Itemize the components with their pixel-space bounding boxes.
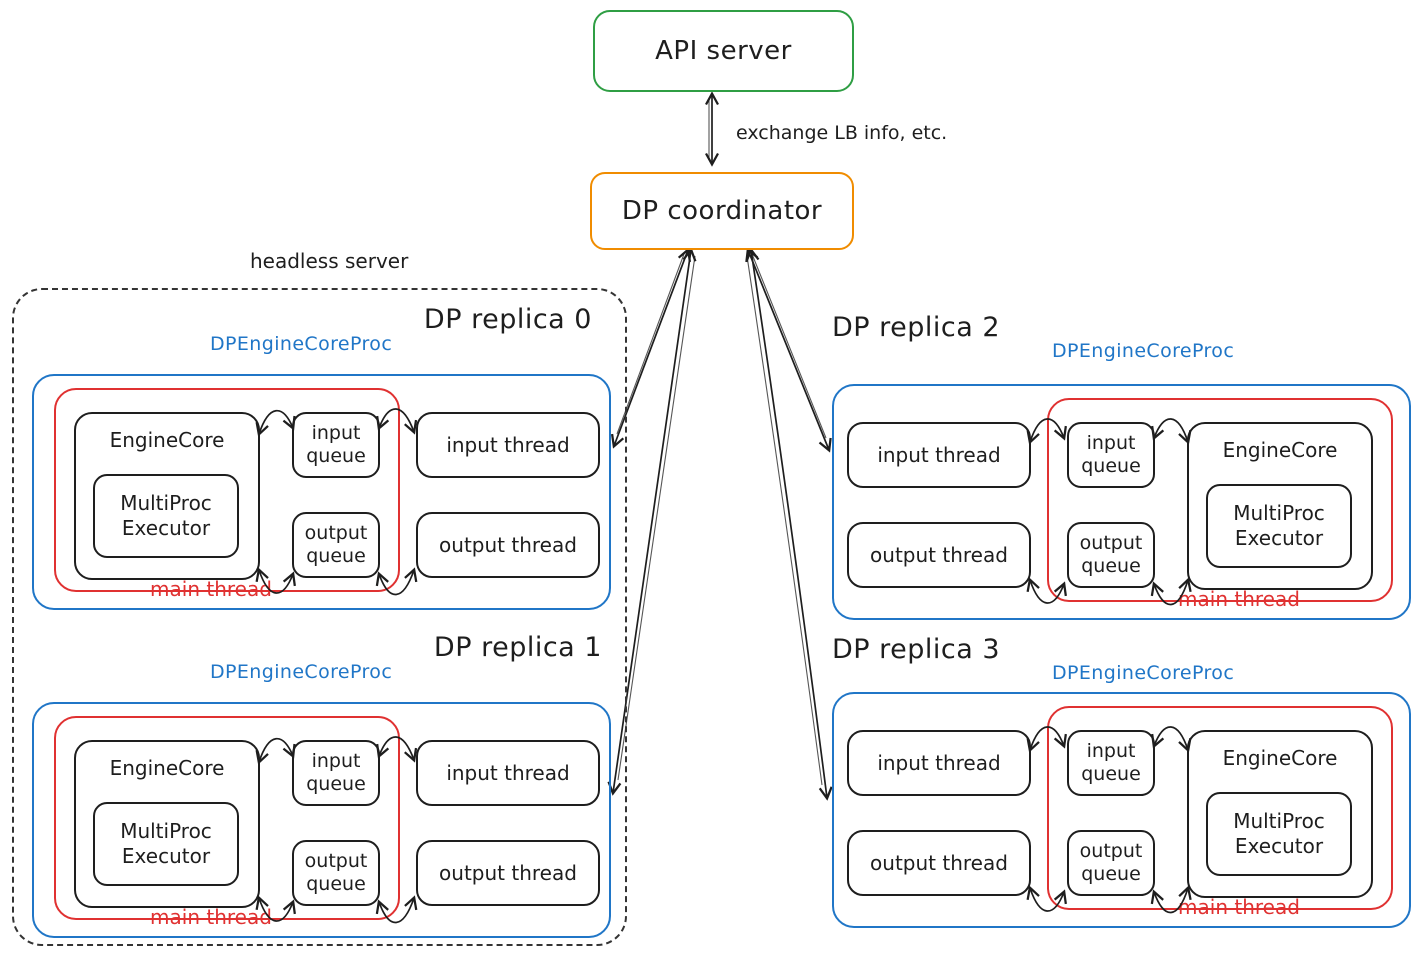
main-thread-label: main thread bbox=[150, 905, 272, 929]
main-thread-label: main thread bbox=[1178, 895, 1300, 919]
coordinator-replica3-arrow bbox=[745, 247, 833, 801]
output-queue-label: output queue bbox=[304, 522, 368, 567]
engine-core-label: EngineCore bbox=[109, 428, 225, 452]
multiproc-executor-box: MultiProc Executor bbox=[93, 802, 239, 886]
output-queue-label: output queue bbox=[304, 850, 368, 895]
input-thread-box: input thread bbox=[416, 740, 600, 806]
replica-0-proc-label: DPEngineCoreProc bbox=[210, 333, 393, 355]
engine-core-label: EngineCore bbox=[1222, 438, 1338, 462]
engine-core-box: EngineCore MultiProc Executor bbox=[1187, 422, 1373, 590]
engine-core-box: EngineCore MultiProc Executor bbox=[1187, 730, 1373, 898]
main-thread-label: main thread bbox=[1178, 587, 1300, 611]
input-queue-label: input queue bbox=[306, 422, 366, 467]
input-thread-box: input thread bbox=[847, 730, 1031, 796]
replica-3-title: DP replica 3 bbox=[832, 634, 1001, 665]
output-thread-label: output thread bbox=[439, 533, 577, 557]
output-thread-box: output thread bbox=[416, 840, 600, 906]
multiproc-executor-label: MultiProc Executor bbox=[120, 491, 212, 540]
input-thread-label: input thread bbox=[877, 443, 1001, 467]
input-queue-label: input queue bbox=[1081, 432, 1141, 477]
replica-2-proc-label: DPEngineCoreProc bbox=[1052, 340, 1235, 362]
engine-core-label: EngineCore bbox=[109, 756, 225, 780]
multiproc-executor-box: MultiProc Executor bbox=[1206, 484, 1352, 568]
replica-0-title: DP replica 0 bbox=[423, 304, 592, 335]
output-queue-box: output queue bbox=[292, 840, 380, 906]
multiproc-executor-label: MultiProc Executor bbox=[1233, 501, 1325, 550]
replica-1-title: DP replica 1 bbox=[433, 632, 602, 663]
engine-core-box: EngineCore MultiProc Executor bbox=[74, 740, 260, 908]
input-queue-box: input queue bbox=[1067, 730, 1155, 796]
replica-1-proc-label: DPEngineCoreProc bbox=[210, 661, 393, 683]
input-thread-box: input thread bbox=[847, 422, 1031, 488]
main-thread-box bbox=[1047, 706, 1393, 910]
output-thread-box: output thread bbox=[416, 512, 600, 578]
multiproc-executor-box: MultiProc Executor bbox=[1206, 792, 1352, 876]
output-queue-label: output queue bbox=[1079, 840, 1143, 885]
headless-server-label: headless server bbox=[250, 249, 409, 273]
main-thread-box bbox=[1047, 398, 1393, 602]
input-queue-box: input queue bbox=[292, 740, 380, 806]
output-thread-box: output thread bbox=[847, 830, 1031, 896]
engine-core-label: EngineCore bbox=[1222, 746, 1338, 770]
input-queue-box: input queue bbox=[1067, 422, 1155, 488]
multiproc-executor-label: MultiProc Executor bbox=[1233, 809, 1325, 858]
input-thread-box: input thread bbox=[416, 412, 600, 478]
api-server-box: API server bbox=[593, 10, 854, 92]
replica-3-proc-label: DPEngineCoreProc bbox=[1052, 662, 1235, 684]
input-queue-box: input queue bbox=[292, 412, 380, 478]
exchange-label: exchange LB info, etc. bbox=[736, 122, 948, 144]
output-queue-label: output queue bbox=[1079, 532, 1143, 577]
output-thread-box: output thread bbox=[847, 522, 1031, 588]
input-thread-label: input thread bbox=[877, 751, 1001, 775]
engine-core-box: EngineCore MultiProc Executor bbox=[74, 412, 260, 580]
api-server-label: API server bbox=[655, 36, 792, 66]
multiproc-executor-box: MultiProc Executor bbox=[93, 474, 239, 558]
dp-replica-0: EngineCore MultiProc Executor input queu… bbox=[32, 374, 611, 610]
output-thread-label: output thread bbox=[870, 851, 1008, 875]
main-thread-label: main thread bbox=[150, 577, 272, 601]
headless-server-box bbox=[12, 288, 627, 946]
input-thread-label: input thread bbox=[446, 761, 570, 785]
replica-2-title: DP replica 2 bbox=[832, 312, 1001, 343]
output-queue-box: output queue bbox=[292, 512, 380, 578]
output-thread-label: output thread bbox=[439, 861, 577, 885]
main-thread-box bbox=[54, 388, 400, 592]
output-queue-box: output queue bbox=[1067, 522, 1155, 588]
dp-coordinator-label: DP coordinator bbox=[621, 196, 823, 226]
output-thread-label: output thread bbox=[870, 543, 1008, 567]
main-thread-box bbox=[54, 716, 400, 920]
input-queue-label: input queue bbox=[306, 750, 366, 795]
output-queue-box: output queue bbox=[1067, 830, 1155, 896]
input-queue-label: input queue bbox=[1081, 740, 1141, 785]
dp-replica-3: EngineCore MultiProc Executor input queu… bbox=[832, 692, 1411, 928]
dp-replica-2: EngineCore MultiProc Executor input queu… bbox=[832, 384, 1411, 620]
multiproc-executor-label: MultiProc Executor bbox=[120, 819, 212, 868]
coordinator-replica2-arrow bbox=[745, 247, 832, 453]
dp-coordinator-box: DP coordinator bbox=[590, 172, 854, 250]
input-thread-label: input thread bbox=[446, 433, 570, 457]
dp-replica-1: EngineCore MultiProc Executor input queu… bbox=[32, 702, 611, 938]
